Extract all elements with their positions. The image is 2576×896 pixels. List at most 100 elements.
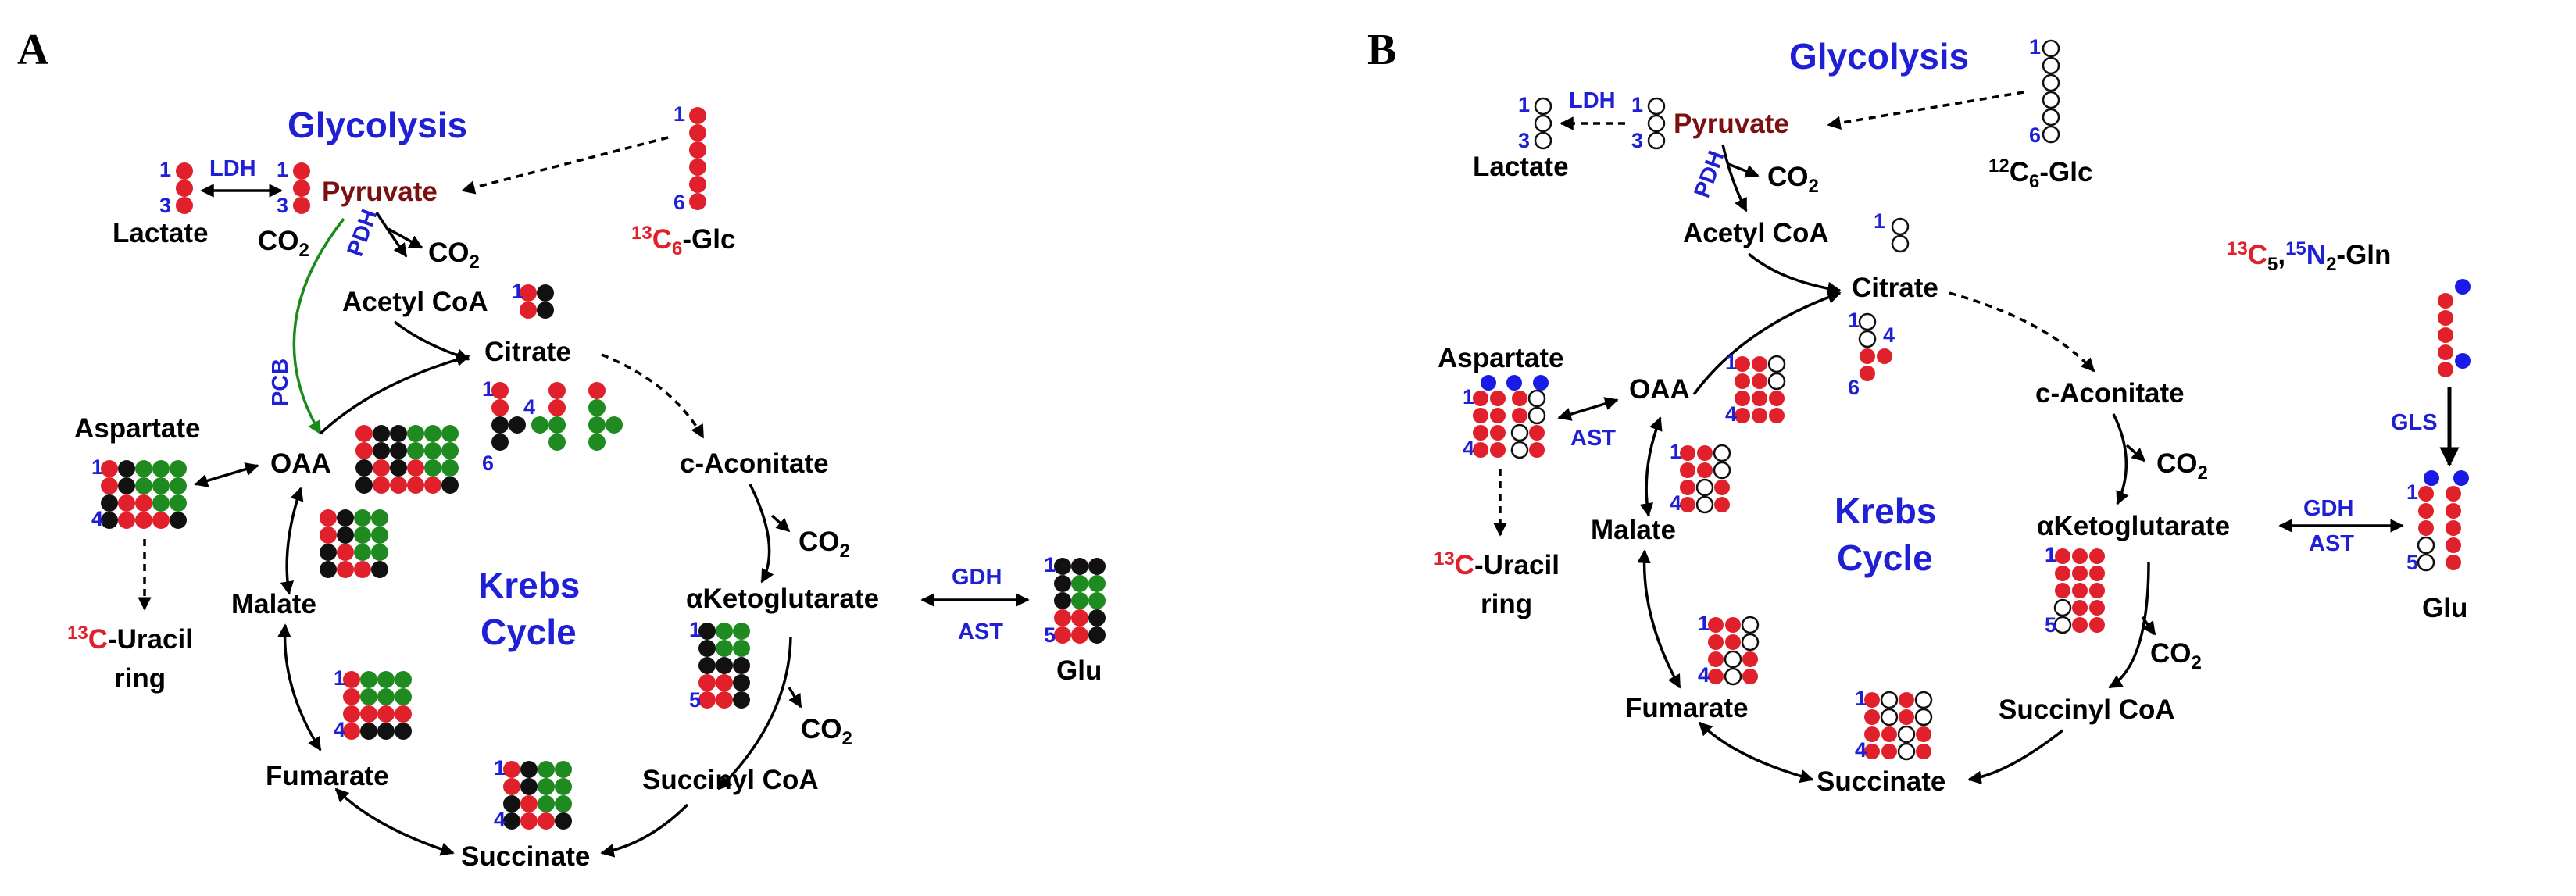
- panel-a-label: A: [17, 26, 49, 74]
- glucose-pos-1: 1: [673, 102, 685, 126]
- pyruvate-b-pos-1: 1: [1631, 93, 1643, 116]
- malate-label-a: Malate: [231, 589, 316, 619]
- co2-akg: CO2: [801, 714, 852, 749]
- glu-label-a: Glu: [1056, 655, 1102, 686]
- citrate-pos-1: 1: [482, 377, 494, 401]
- malate-b-pos-4: 4: [1670, 491, 1681, 515]
- pyruvate-label: Pyruvate: [322, 177, 438, 207]
- acetyl-coa-dots-b: [1891, 217, 1910, 253]
- glucose-label-b: 12C6-Glc: [1988, 155, 2092, 192]
- uracil-ring-a: ring: [114, 663, 166, 694]
- citrate-pos-6: 6: [482, 452, 494, 475]
- fumarate-label-b: Fumarate: [1625, 693, 1749, 723]
- malate-dots-a: [320, 509, 388, 578]
- citrate-label-b: Citrate: [1852, 273, 1938, 303]
- malate-dots-b: [1680, 444, 1731, 514]
- citrate-label: Citrate: [484, 337, 571, 367]
- aspartate-dots-b: [1473, 375, 1549, 459]
- krebs-label-line1: Krebs: [478, 565, 580, 605]
- glucose-pos-6: 6: [673, 191, 685, 214]
- co2-aconitate: CO2: [799, 527, 850, 562]
- fumarate-dots-b: [1708, 616, 1760, 686]
- akg-pos-1: 1: [689, 618, 701, 641]
- pyruvate-b-pos-3: 3: [1631, 129, 1643, 152]
- succinate-b-pos-4: 4: [1855, 738, 1867, 762]
- c-aconitate-label: c-Aconitate: [680, 448, 829, 479]
- citrate-dots-b: [1858, 312, 1892, 381]
- gdh-label-b: GDH: [2303, 496, 2353, 521]
- fumarate-label-a: Fumarate: [266, 761, 389, 791]
- lactate-b-pos-3: 3: [1518, 129, 1530, 152]
- succinate-pos-1-a: 1: [494, 756, 506, 780]
- fumarate-pos-4-a: 4: [334, 718, 345, 741]
- akg-pos-5: 5: [689, 688, 701, 712]
- ldh-label: LDH: [209, 156, 256, 181]
- akg-b-pos-1: 1: [2045, 543, 2056, 566]
- uracil-label-a: 13C-Uracil: [67, 623, 193, 655]
- glucose-label: 13C6-Glc: [631, 223, 735, 259]
- glucose-b-pos-6: 6: [2029, 123, 2041, 147]
- citrate-pos-4: 4: [523, 395, 535, 419]
- citrate-b-pos-6: 6: [1848, 376, 1860, 399]
- aspartate-b-pos-1: 1: [1463, 385, 1474, 409]
- glu-pos-1-a: 1: [1044, 553, 1056, 577]
- pyruvate-pos-3: 3: [277, 194, 288, 217]
- citrate-dots: [491, 382, 623, 451]
- panel-b-label: B: [1367, 26, 1396, 74]
- c-aconitate-label-b: c-Aconitate: [2035, 378, 2185, 409]
- akg-label: αKetoglutarate: [686, 584, 879, 614]
- lactate-label: Lactate: [113, 218, 209, 248]
- lactate-pos-3: 3: [159, 194, 171, 217]
- glucose-b-pos-1: 1: [2029, 35, 2041, 59]
- succinate-pos-4-a: 4: [494, 808, 506, 831]
- panel-a: A Glycolysis Krebs Cycle 1 6 13C6-Glc Py…: [17, 26, 1106, 872]
- oaa-b-pos-4: 4: [1725, 402, 1737, 426]
- lactate-label-b: Lactate: [1473, 152, 1569, 182]
- co2-pdh-b: CO2: [1767, 162, 1819, 197]
- krebs-label-line2: Cycle: [481, 612, 577, 652]
- malate-label-b: Malate: [1591, 515, 1676, 545]
- acetyl-b-pos-1: 1: [1874, 209, 1885, 233]
- aspartate-pos-4-a: 4: [91, 507, 103, 530]
- ldh-label-b: LDH: [1569, 88, 1616, 113]
- glu-dots-b: [2417, 470, 2469, 572]
- lactate-stack: [176, 162, 193, 214]
- aspartate-pos-1-a: 1: [91, 455, 103, 479]
- krebs-label-b-line2: Cycle: [1837, 537, 1933, 578]
- akg-label-b: αKetoglutarate: [2037, 511, 2230, 541]
- glutamine-dots: [2438, 279, 2471, 377]
- glu-pos-5-a: 5: [1044, 623, 1056, 647]
- glycolysis-label: Glycolysis: [288, 105, 467, 145]
- lactate-b-pos-1: 1: [1518, 93, 1530, 116]
- uracil-ring-b: ring: [1481, 589, 1532, 619]
- citrate-b-pos-1: 1: [1848, 309, 1860, 332]
- ast-label-a: AST: [958, 619, 1003, 644]
- glu-b-pos-1: 1: [2406, 480, 2418, 504]
- glutamine-label: 13C5,15N2-Gln: [2227, 238, 2391, 275]
- fumarate-b-pos-4: 4: [1698, 663, 1710, 687]
- pyruvate-pos-1: 1: [277, 158, 288, 181]
- akg-dots: [698, 623, 750, 709]
- lactate-pos-1: 1: [159, 158, 171, 181]
- aspartate-label-b: Aspartate: [1438, 343, 1563, 373]
- uracil-label-b: 13C-Uracil: [1434, 548, 1560, 580]
- pdh-label-b: PDH: [1690, 148, 1730, 201]
- pyruvate-stack-b: [1647, 97, 1666, 150]
- succinate-label-a: Succinate: [461, 841, 590, 872]
- fumarate-b-pos-1: 1: [1698, 612, 1710, 635]
- aspartate-dots-a: [101, 460, 187, 529]
- fumarate-pos-1-a: 1: [334, 666, 345, 690]
- glucose-stack: [689, 107, 706, 210]
- pcb-label: PCB: [268, 359, 293, 406]
- succinate-dots-b: [1864, 691, 1933, 761]
- co2-left: CO2: [258, 226, 309, 261]
- gls-label: GLS: [2391, 410, 2438, 435]
- glu-dots-a: [1054, 558, 1106, 644]
- panel-b: B Glycolysis Krebs Cycle 1 6 12C6-Glc Py…: [1367, 26, 2471, 797]
- co2-aconitate-b: CO2: [2156, 448, 2208, 484]
- co2-akg-b: CO2: [2150, 638, 2202, 673]
- succinate-b-pos-1: 1: [1855, 687, 1867, 710]
- glu-label-b: Glu: [2422, 593, 2467, 623]
- acetyl-coa-dots: [520, 284, 554, 319]
